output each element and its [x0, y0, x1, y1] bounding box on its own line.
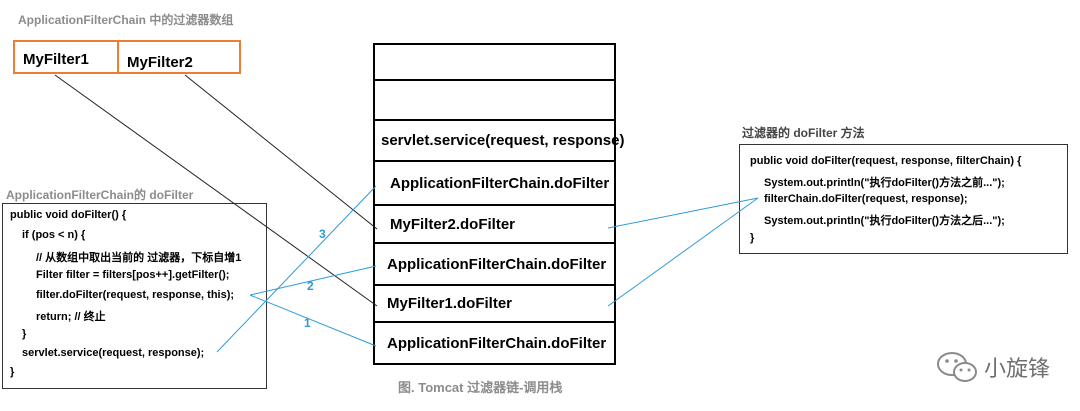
line-myfilter2-to-stack: [184, 74, 378, 230]
step-number-3: 3: [319, 227, 326, 241]
call-stack: servlet.service(request, response) Appli…: [373, 43, 624, 365]
stack-slot-chain-dofilter: ApplicationFilterChain.doFilter: [375, 162, 614, 206]
line-myfilter2-to-method: [607, 197, 759, 229]
code-line: // 从数组中取出当前的 过滤器，下标自增1: [36, 252, 242, 264]
code-line: servlet.service(request, response);: [22, 347, 205, 359]
filter-array: MyFilter1 MyFilter2: [13, 40, 241, 74]
stack-slot-myfilter2: MyFilter2.doFilter: [375, 206, 614, 244]
line-step-1: [249, 294, 377, 347]
watermark: 小旋锋: [936, 350, 1050, 384]
left-code-caption: ApplicationFilterChain的 doFilter: [6, 188, 194, 202]
code-line: }: [22, 328, 27, 340]
code-line: }: [750, 232, 755, 244]
code-line: filter.doFilter(request, response, this)…: [36, 289, 235, 301]
code-line: if (pos < n) {: [22, 229, 86, 241]
stack-caption: 图. Tomcat 过滤器链-调用栈: [398, 380, 563, 395]
stack-slot-chain-dofilter: ApplicationFilterChain.doFilter: [375, 244, 614, 286]
step-number-2: 2: [307, 279, 314, 293]
stack-slot-servlet-service: servlet.service(request, response): [375, 121, 624, 162]
right-code-caption: 过滤器的 doFilter 方法: [742, 126, 865, 140]
code-line: filterChain.doFilter(request, response);: [764, 193, 968, 205]
stack-slot-empty: [375, 81, 614, 121]
filter-array-caption: ApplicationFilterChain 中的过滤器数组: [18, 13, 234, 27]
code-line: return; // 终止: [36, 311, 106, 323]
code-line: }: [10, 366, 15, 378]
code-line: Filter filter = filters[pos++].getFilter…: [36, 269, 230, 281]
line-myfilter1-to-stack: [54, 74, 378, 307]
code-line: public void doFilter() {: [10, 209, 127, 221]
left-code-box: public void doFilter() { if (pos < n) { …: [2, 203, 267, 389]
line-myfilter1-to-method: [607, 197, 759, 307]
code-line: System.out.println("执行doFilter()方法之后..."…: [764, 215, 1005, 227]
wechat-icon: [936, 352, 977, 382]
watermark-text: 小旋锋: [983, 357, 1050, 382]
filter-array-cell-1: MyFilter1: [15, 42, 119, 72]
line-step-2: [249, 265, 377, 296]
code-line: System.out.println("执行doFilter()方法之前..."…: [764, 177, 1005, 189]
right-code-box: public void doFilter(request, response, …: [739, 144, 1068, 254]
filter-array-cell-2: MyFilter2: [127, 54, 193, 71]
stack-slot-myfilter1: MyFilter1.doFilter: [375, 286, 614, 323]
step-number-1: 1: [304, 316, 311, 330]
stack-slot-chain-dofilter: ApplicationFilterChain.doFilter: [387, 334, 607, 352]
stack-slot-empty: [375, 45, 614, 81]
line-step-3: [216, 185, 377, 353]
code-line: public void doFilter(request, response, …: [750, 155, 1022, 167]
